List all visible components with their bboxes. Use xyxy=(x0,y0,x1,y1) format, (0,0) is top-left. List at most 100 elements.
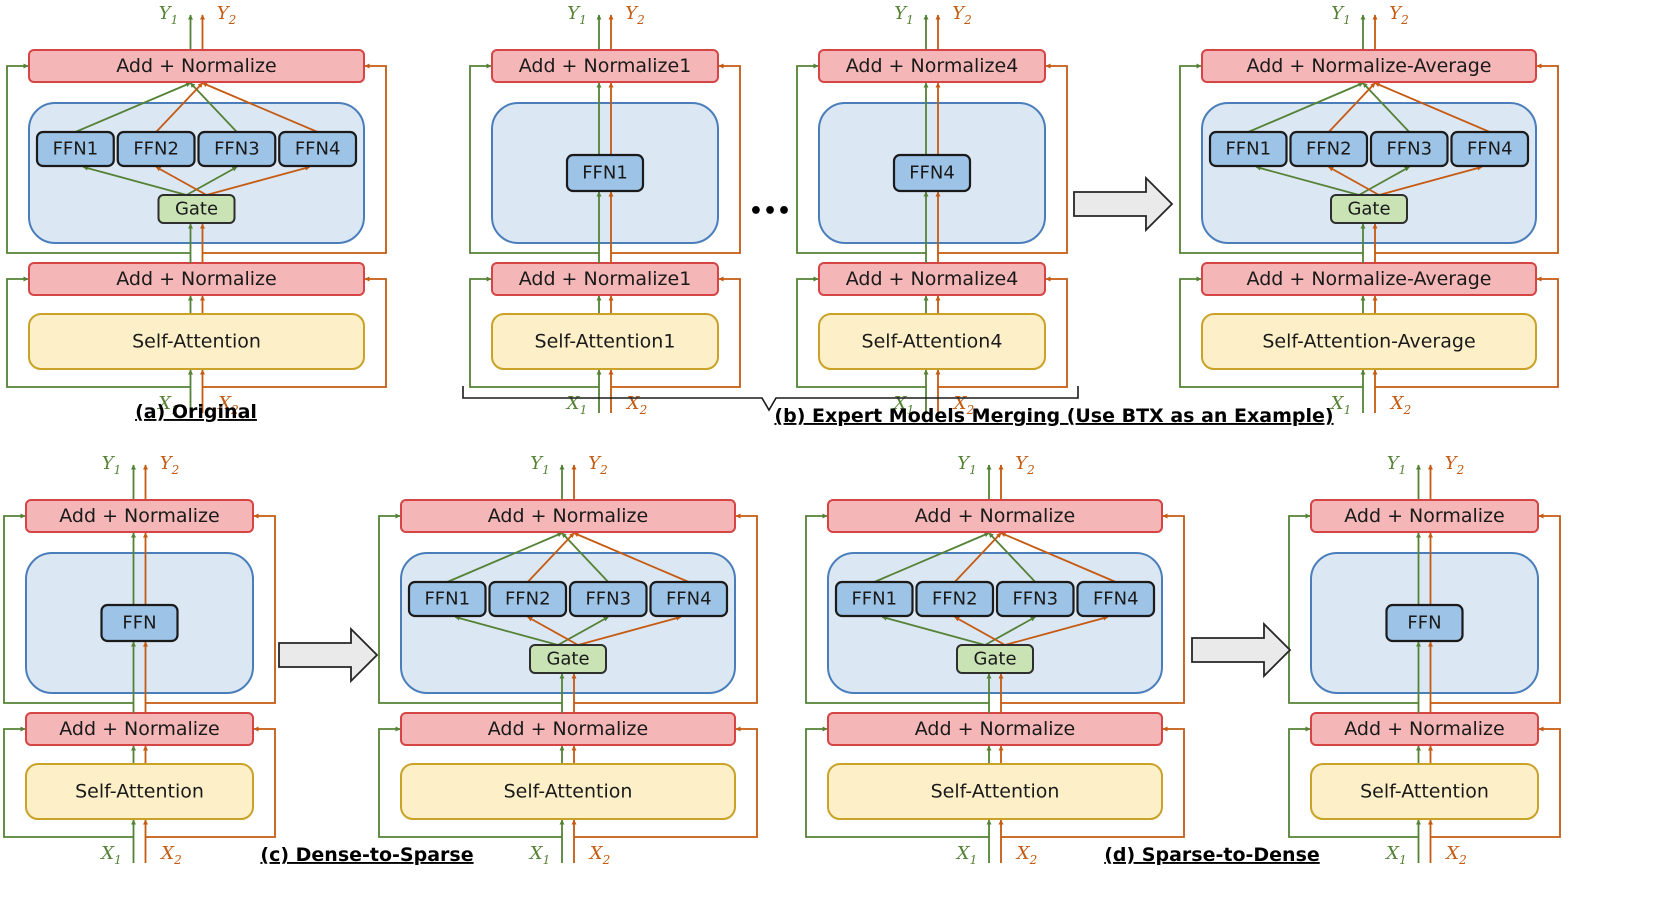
residual-lower-x1 xyxy=(378,726,562,838)
label-y2-letter: Y xyxy=(160,453,174,474)
expert-ffn-2 xyxy=(488,580,568,618)
residual-lower-x2 xyxy=(202,276,387,388)
expert-ffn-2-label: FFN2 xyxy=(505,589,551,610)
expert-ffn-3 xyxy=(995,580,1075,618)
residual-upper-x2 xyxy=(574,513,758,704)
self-attention-block xyxy=(491,313,719,370)
expert-ffn-2-label: FFN2 xyxy=(932,589,978,610)
label-x1-letter: X xyxy=(1329,393,1345,414)
label-y1-letter: Y xyxy=(894,3,908,24)
label-x2-letter: X xyxy=(159,843,175,864)
expert-ffn-1-label: FFN1 xyxy=(53,139,99,160)
residual-lower-x1 xyxy=(796,276,926,388)
expert-ffn-3 xyxy=(1369,130,1449,168)
gate-to-expert-x1 xyxy=(1358,166,1410,196)
add-normalize-upper xyxy=(400,499,736,533)
expert-to-norm-x2 xyxy=(1328,82,1376,133)
label-y2: Y2 xyxy=(952,3,972,27)
gate-block xyxy=(956,644,1034,674)
add-normalize-lower xyxy=(1310,712,1539,746)
add-normalize-upper-label: Add + Normalize xyxy=(59,505,219,527)
gate-block xyxy=(1330,194,1408,224)
residual-upper-x1 xyxy=(6,63,191,254)
label-x1-subscript: 1 xyxy=(543,853,551,867)
label-y2: Y2 xyxy=(1445,453,1465,477)
label-x2: X2 xyxy=(159,843,181,867)
dense-ffn xyxy=(565,153,645,193)
add-normalize-lower xyxy=(400,712,736,746)
residual-lower-x1 xyxy=(469,276,599,388)
label-y1: Y1 xyxy=(1331,3,1351,27)
gate-to-expert-x1 xyxy=(82,165,187,196)
label-y1-subscript: 1 xyxy=(969,463,977,477)
label-x1-subscript: 1 xyxy=(114,853,122,867)
self-attention-label: Self-Attention xyxy=(75,781,204,803)
label-x1-subscript: 1 xyxy=(1344,403,1352,417)
label-y1-subscript: 1 xyxy=(171,13,179,27)
residual-upper-x2 xyxy=(938,63,1068,254)
label-y2-subscript: 2 xyxy=(1400,13,1409,27)
label-x2-subscript: 2 xyxy=(1458,853,1467,867)
label-x1-letter: X xyxy=(156,393,172,414)
caption-a: (a) Original xyxy=(135,401,257,423)
residual-upper-x2 xyxy=(1001,513,1185,704)
gate-label: Gate xyxy=(175,199,218,220)
caption-b: (b) Expert Models Merging (Use BTX as an… xyxy=(774,405,1333,427)
label-x2-letter: X xyxy=(1389,393,1405,414)
residual-lower-x2 xyxy=(1001,726,1185,838)
dense-ffn-label: FFN xyxy=(122,613,156,634)
label-x2-letter: X xyxy=(588,843,604,864)
gate-to-expert-x2 xyxy=(1004,615,1109,646)
self-attention-block xyxy=(28,313,365,370)
label-x1-subscript: 1 xyxy=(580,403,588,417)
expert-ffn-4-label: FFN4 xyxy=(666,589,712,610)
label-y1-letter: Y xyxy=(530,453,544,474)
self-attention-label: Self-Attention-Average xyxy=(1262,331,1475,353)
residual-upper-x1 xyxy=(805,513,989,704)
residual-lower-x2 xyxy=(1375,276,1559,388)
label-y2: Y2 xyxy=(588,453,608,477)
gate-to-expert-x1 xyxy=(984,616,1036,646)
label-x1: X1 xyxy=(1329,393,1351,417)
expert-to-norm-x2 xyxy=(527,532,575,583)
self-attention-block xyxy=(1310,763,1539,820)
expert-ffn-1 xyxy=(1208,130,1288,168)
label-x2: X2 xyxy=(1015,843,1037,867)
conversion-arrow-c xyxy=(278,626,379,684)
label-x2-subscript: 2 xyxy=(1403,403,1412,417)
add-normalize-lower-label: Add + Normalize-Average xyxy=(1247,268,1492,290)
panel-b-merged: Add + Normalize-AverageSelf-Attention-Av… xyxy=(1179,3,1559,417)
self-attention-block xyxy=(827,763,1163,820)
label-x1-subscript: 1 xyxy=(171,403,179,417)
residual-upper-x2 xyxy=(202,63,387,254)
add-normalize-upper-label: Add + Normalize xyxy=(915,505,1075,527)
residual-upper-x1 xyxy=(378,513,562,704)
label-y1-letter: Y xyxy=(159,3,173,24)
expert-ffn-1-label: FFN1 xyxy=(851,589,897,610)
label-x2-letter: X xyxy=(625,393,641,414)
label-y2-letter: Y xyxy=(1389,3,1403,24)
expert-ffn-2-label: FFN2 xyxy=(1306,139,1352,160)
add-normalize-upper xyxy=(491,49,719,83)
label-x2-letter: X xyxy=(216,393,232,414)
expert-to-norm-x2 xyxy=(954,532,1002,583)
gate-to-expert-x2 xyxy=(1378,165,1483,196)
label-x2: X2 xyxy=(1389,393,1411,417)
label-y1-letter: Y xyxy=(567,3,581,24)
add-normalize-lower-label: Add + Normalize4 xyxy=(846,268,1019,290)
label-y2-subscript: 2 xyxy=(171,463,180,477)
label-y2-subscript: 2 xyxy=(1026,463,1035,477)
caption-d: (d) Sparse-to-Dense xyxy=(1104,844,1320,866)
gate-to-expert-x1 xyxy=(186,166,238,196)
self-attention-label: Self-Attention xyxy=(1360,781,1489,803)
label-y1: Y1 xyxy=(530,453,550,477)
expert-ffn-3-label: FFN3 xyxy=(1386,139,1432,160)
gate-label: Gate xyxy=(546,649,589,670)
label-x1-subscript: 1 xyxy=(970,853,978,867)
residual-upper-x1 xyxy=(469,63,599,254)
label-y2-subscript: 2 xyxy=(963,13,972,27)
add-normalize-upper-label: Add + Normalize-Average xyxy=(1247,55,1492,77)
